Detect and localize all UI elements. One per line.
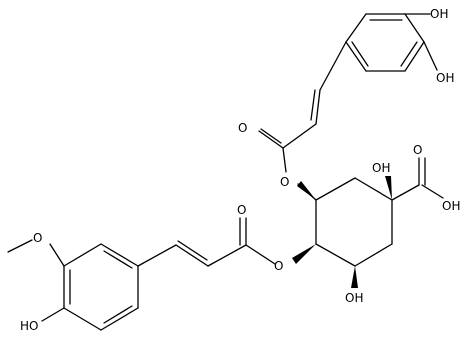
label-ho-bottom-left: HO [20, 319, 38, 333]
wedge-upper-ester-o [297, 181, 316, 200]
bond-upper-carbonyl-to-o [282, 147, 287, 173]
bond-upper-vinyl-double-2 [310, 89, 316, 121]
bond-quaternary-to-acid [391, 184, 420, 201]
wedge-quaternary-oh [385, 176, 392, 200]
bond-acid-to-oh [421, 184, 444, 199]
lower-aromatic-ring [63, 243, 139, 331]
label-oh-quaternary: OH [372, 161, 390, 175]
bond-lower-carbonyl-to-vinyl [207, 244, 247, 267]
label-oh-acid: OH [442, 199, 460, 213]
wedge-lower-ester-o [292, 244, 316, 264]
bond-ring-to-methoxy-o [49, 243, 65, 267]
bond-lower-o-to-carbonyl [245, 244, 276, 265]
bond-upper-carbonyl-double-b [260, 128, 282, 144]
bond-upper-vinyl-double [315, 89, 321, 125]
bond-lower-vinyl-double [175, 244, 209, 267]
bond-ring-to-ho [41, 307, 65, 322]
label-o-methoxy: O [33, 231, 42, 245]
label-oh-top-right: OH [430, 7, 448, 21]
label-o-lower-carbonyl: O [237, 203, 246, 217]
bond-upper-vinyl-a [319, 41, 347, 91]
cyclohexane-ring [315, 177, 393, 267]
bond-lower-vinyl-to-ring [137, 244, 177, 267]
label-oh-top-mid: OH [436, 71, 454, 85]
label-oh-ring: OH [345, 291, 363, 305]
label-o-upper-link: O [280, 175, 289, 189]
bond-methoxy-o-to-methyl [7, 239, 33, 253]
bond-ring-to-oh-top-mid [423, 41, 438, 71]
bond-upper-vinyl-to-carbonyl [282, 123, 317, 149]
label-o-upper-carbonyl: O [238, 121, 247, 135]
label-o-lower-link: O [274, 259, 283, 273]
bond-upper-carbonyl-double-a [258, 130, 284, 149]
label-o-acid-carbonyl: O [413, 143, 422, 157]
wedge-ring-oh [351, 266, 358, 288]
upper-aromatic-ring [345, 13, 425, 72]
bond-lower-vinyl-double-2 [177, 240, 208, 261]
